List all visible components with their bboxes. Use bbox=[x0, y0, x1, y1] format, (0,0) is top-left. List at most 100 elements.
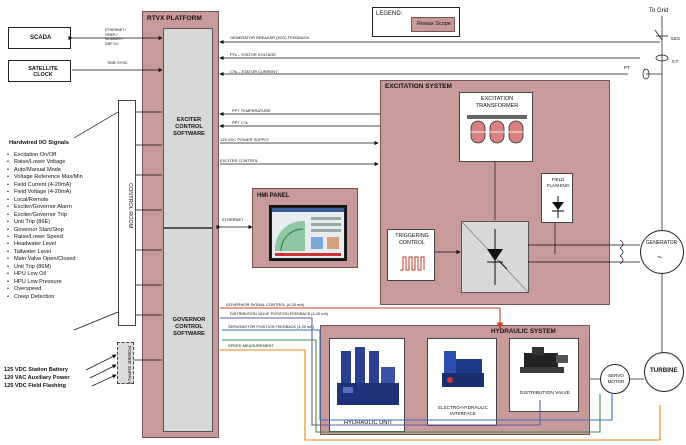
satellite-clock-box: SATELLITE CLOCK bbox=[8, 60, 71, 82]
electro-hydraulic-label: ELECTRO-HYDRAULIC INTERFACE bbox=[438, 405, 488, 416]
io-item: Overspeed bbox=[7, 286, 83, 294]
scada-link-line: FIBER / bbox=[105, 32, 118, 37]
scada-link-line: ETHERNET / bbox=[105, 28, 127, 32]
distribution-valve-label: DISTRIBUTION VALVE bbox=[520, 391, 570, 396]
io-item: Voltage Reference Max/Min bbox=[7, 174, 83, 182]
power-inputs: 125 VDC Station Battery 120 VAC Auxiliar… bbox=[4, 366, 70, 390]
io-item: Exciter/Governor Alarm bbox=[7, 204, 83, 212]
io-item: Local/Remote bbox=[7, 197, 83, 205]
signal-speed: SPEED MEASUREMENT bbox=[228, 343, 274, 348]
signal-ppt-temperature: PPT TEMPERATURE bbox=[232, 108, 271, 113]
power-input-item: 125 VDC Station Battery bbox=[4, 367, 69, 373]
distribution-valve-icon bbox=[520, 347, 568, 373]
control-room-label: CONTROL ROOM bbox=[127, 183, 133, 229]
governor-control-block: GOVERNOR CONTROL SOFTWARE bbox=[163, 228, 213, 432]
field-flashing-box: FIELD FLASHING bbox=[541, 173, 573, 223]
io-item: Field Current (4-20mA) bbox=[7, 182, 83, 190]
field-flashing-label: FIELD FLASHING bbox=[546, 177, 570, 188]
diode-icon bbox=[552, 196, 564, 218]
signal-exciter-control: EXCITER CONTROL bbox=[220, 158, 259, 163]
signal-stator-voltage: PTs – STATOR VOLTAGE bbox=[230, 52, 277, 57]
ethernet-label: ETHERNET bbox=[222, 217, 244, 222]
hydraulic-unit-label: HYDRAULIC UNIT bbox=[344, 420, 393, 426]
io-item: Raise/Lower Speed bbox=[7, 234, 83, 242]
io-item: Raise/Lower Voltage bbox=[7, 159, 83, 167]
io-item: Headwater Level bbox=[7, 241, 83, 249]
signal-governor: GOVERNOR SIGNAL CONTROL (4-20 mA) bbox=[226, 302, 305, 307]
breaker-label: 52G bbox=[671, 37, 681, 42]
scada-link-label: ETHERNET / FIBER / MODBUS / DNP 3.0 bbox=[105, 28, 126, 46]
hydraulic-system: HYDRAULIC SYSTEM HYDRAULIC UNIT ELECTRO-… bbox=[320, 325, 590, 435]
scada-box: SCADA bbox=[8, 27, 71, 49]
thyristor-icon bbox=[461, 221, 529, 293]
legend-swatch: Rewax Scope bbox=[411, 17, 455, 32]
pulse-icon bbox=[400, 256, 425, 271]
hydraulic-unit-icon bbox=[337, 347, 399, 405]
turbine: TURBINE bbox=[644, 352, 684, 392]
rtvx-platform-title: RTVX PLATFORM bbox=[147, 15, 202, 22]
hmi-panel-title: HMI PANEL bbox=[257, 193, 290, 199]
to-grid-label: To Grid bbox=[649, 8, 669, 14]
thyristor-bridge-box bbox=[461, 221, 529, 293]
control-room-box: CONTROL ROOM bbox=[118, 100, 136, 326]
signal-ppt-cts: PPT CTs bbox=[232, 120, 248, 125]
io-item: HPU Low Oil bbox=[7, 271, 83, 279]
power-input-item: 120 VAC Auxiliary Power bbox=[4, 375, 70, 381]
io-signal-list: Excitation On/Off Raise/Lower Voltage Au… bbox=[6, 152, 83, 302]
legend-title: LEGEND: bbox=[376, 11, 403, 17]
distribution-valve-box: DISTRIBUTION VALVE bbox=[509, 338, 579, 412]
power-input-item: 125 VDC Field Flashing bbox=[4, 383, 66, 389]
satellite-clock-label: SATELLITE CLOCK bbox=[28, 66, 58, 78]
io-item: Unit Trip (86M) bbox=[7, 264, 83, 272]
io-item: Creep Detection bbox=[7, 294, 83, 302]
power-supply-box: POWER SUPPLY bbox=[117, 342, 134, 384]
triggering-control-label: TRIGGERING CONTROL bbox=[395, 233, 429, 246]
rtvx-platform: RTVX PLATFORM EXCITER CONTROL SOFTWARE G… bbox=[142, 11, 219, 438]
legend: LEGEND: Rewax Scope bbox=[372, 7, 460, 37]
excitation-system: EXCITATION SYSTEM EXCITATION TRANSFORMER… bbox=[380, 80, 610, 305]
signal-vdc-supply: 125 VDC POWER SUPPLY bbox=[220, 137, 270, 142]
scada-label: SCADA bbox=[30, 35, 52, 41]
legend-item-label: Rewax Scope bbox=[417, 21, 451, 27]
io-item: Excitation On/Off bbox=[7, 152, 83, 160]
io-item: Tailwater Level bbox=[7, 249, 83, 257]
turbine-label: TURBINE bbox=[650, 367, 678, 374]
hydraulic-unit-box: HYDRAULIC UNIT bbox=[329, 338, 405, 432]
transformer-icon bbox=[467, 115, 527, 144]
servo-motor-label: SERVO MOTOR bbox=[607, 373, 625, 384]
scada-link-line: DNP 3.0 bbox=[105, 41, 119, 46]
io-item: Exciter/Governor Trip bbox=[7, 212, 83, 220]
generator-label: GENERATOR bbox=[646, 240, 678, 246]
exciter-control-label: EXCITER CONTROL SOFTWARE bbox=[173, 117, 205, 137]
io-title: Hardwired I/O Signals bbox=[9, 140, 69, 146]
pt-label: PT bbox=[624, 66, 631, 71]
io-item: Field Voltage (4-20mA) bbox=[7, 189, 83, 197]
hydraulic-system-title: HYDRAULIC SYSTEM bbox=[491, 328, 556, 335]
hmi-screen bbox=[269, 205, 347, 261]
signal-breaker-feedback: GENERATOR BREAKER (52G) FEEDBACK bbox=[230, 35, 310, 40]
io-item: HPU Low Pressure bbox=[7, 279, 83, 287]
sine-icon: ~ bbox=[657, 252, 663, 262]
excitation-transformer-label: EXCITATION TRANSFORMER bbox=[475, 96, 519, 109]
electro-hydraulic-icon bbox=[442, 351, 484, 387]
signal-servomotor: SERVOMOTOR POSITION FEEDBACK (4-20 mA) bbox=[228, 325, 314, 329]
power-supply-label: POWER SUPPLY bbox=[126, 346, 131, 385]
io-item: Governor Start/Stop bbox=[7, 227, 83, 235]
servo-motor: SERVO MOTOR bbox=[600, 364, 630, 394]
io-item: Main Valve Open/Closed bbox=[7, 256, 83, 264]
hmi-display-graphic bbox=[272, 208, 344, 258]
electro-hydraulic-box: ELECTRO-HYDRAULIC INTERFACE bbox=[427, 338, 497, 426]
signal-distribution-valve: DISTRIBUTION VALVE POSITION FEEDBACK (4-… bbox=[230, 312, 329, 316]
io-item: Auto/Manual Mode bbox=[7, 167, 83, 175]
governor-control-label: GOVERNOR CONTROL SOFTWARE bbox=[172, 317, 206, 337]
triggering-control-box: TRIGGERING CONTROL bbox=[387, 229, 435, 281]
excitation-system-title: EXCITATION SYSTEM bbox=[385, 83, 452, 90]
signal-stator-current: CTs – STATOR CURRENT bbox=[230, 69, 278, 74]
hmi-panel: HMI PANEL bbox=[252, 188, 358, 268]
ct-label: CT bbox=[672, 60, 679, 65]
exciter-control-block: EXCITER CONTROL SOFTWARE bbox=[163, 28, 213, 228]
io-item: Unit Trip (86E) bbox=[7, 219, 83, 227]
generator: GENERATOR ~ bbox=[640, 230, 684, 274]
excitation-transformer-box: EXCITATION TRANSFORMER bbox=[459, 92, 533, 162]
time-sync-label: TIME SYNC bbox=[107, 61, 128, 65]
